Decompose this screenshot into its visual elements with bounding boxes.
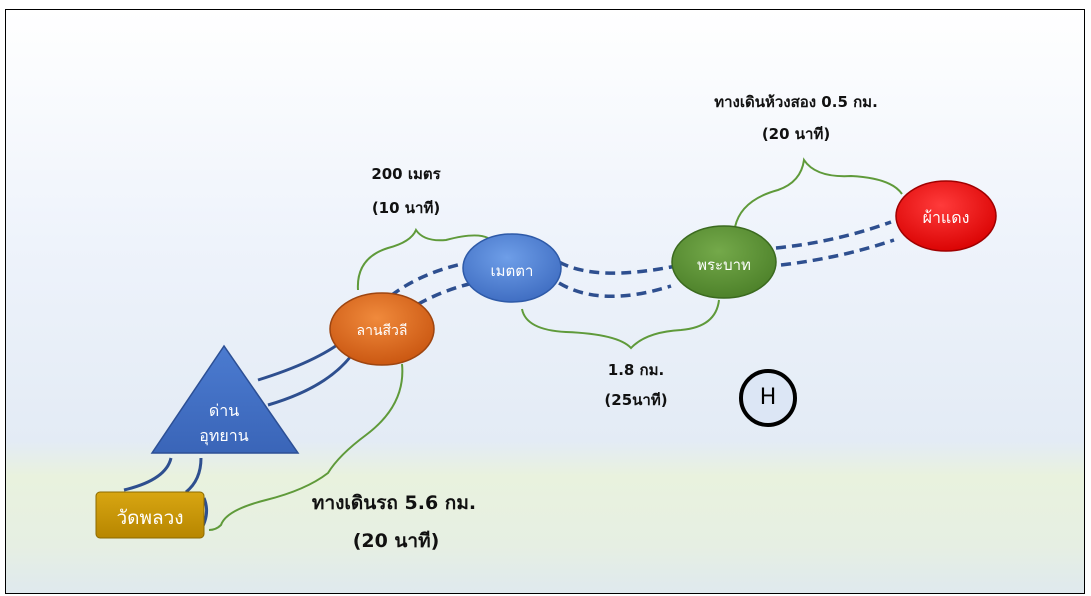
node-pha-daeng-label: ผ้าแดง (922, 208, 970, 227)
node-phrabat-label: พระบาท (697, 256, 751, 274)
seg3-distance-label: ทางเดินห้วงสอง 0.5 กม. (714, 93, 878, 111)
node-dan-shape (150, 344, 300, 454)
road-time-label: (20 นาที) (352, 530, 440, 552)
helipad-label: H (759, 385, 777, 410)
seg2-time-label: (25นาที) (604, 391, 668, 409)
node-dan-label-line1: ด่าน (208, 401, 240, 420)
diagram-frame: วัดพลวง ด่าน อุทยาน ลานสีวลี เมตตา พระบา… (5, 9, 1085, 594)
node-phrabat-shape (671, 225, 777, 299)
road-distance-label: ทางเดินรถ 5.6 กม. (311, 492, 477, 514)
helipad-icon (739, 369, 797, 427)
annotation-braces (208, 157, 903, 531)
node-lan-sawi-label: ลานสีวลี (356, 323, 408, 339)
node-dan-label-line2: อุทยาน (199, 426, 249, 445)
node-metta-shape (462, 233, 562, 303)
node-pha-daeng-shape (895, 180, 997, 252)
seg1-time-label: (10 นาที) (371, 199, 441, 217)
seg2-distance-label: 1.8 กม. (607, 361, 665, 379)
node-lan-sawi-shape (329, 292, 435, 366)
node-wat-phluang-label: วัดพลวง (116, 507, 184, 529)
node-metta-label: เมตตา (490, 262, 534, 280)
node-wat-phluang-shape (95, 491, 205, 539)
seg3-time-label: (20 นาที) (761, 125, 831, 143)
route-diagram (95, 157, 997, 539)
seg1-distance-label: 200 เมตร (371, 165, 441, 183)
